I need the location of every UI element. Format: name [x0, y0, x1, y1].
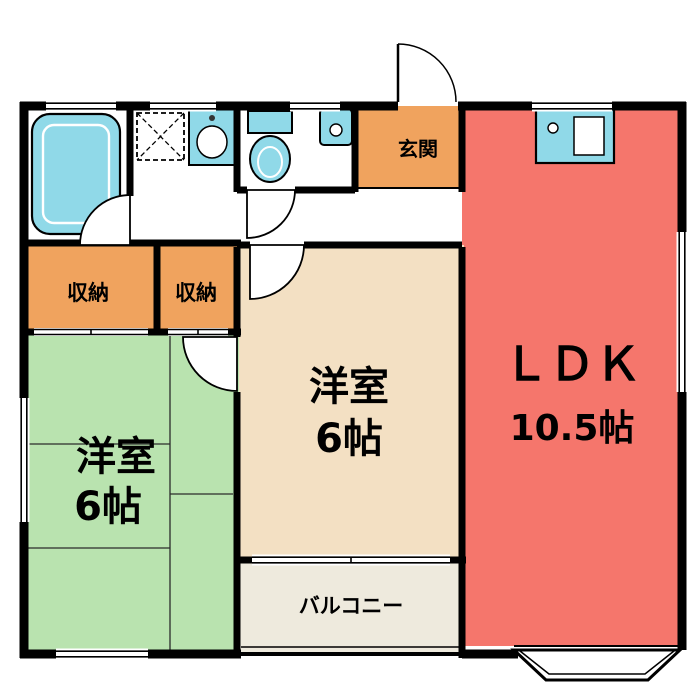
room-labels: 玄関 ＬＤＫ 10.5帖 洋室 6帖 洋室 6帖 収納 収納 バルコニー: [67, 137, 641, 618]
room-western-center-floor: [237, 245, 464, 562]
doors: [79, 43, 457, 392]
storage-left-label: 収納: [67, 281, 109, 305]
bathroom-door: [79, 194, 131, 246]
storage-left-floor: [22, 243, 159, 334]
storage-right-floor: [157, 243, 239, 334]
washing-machine-pan-icon: [136, 112, 185, 161]
toilet-door: [246, 189, 296, 239]
balcony-railing: [237, 646, 466, 656]
western-center-label: 洋室: [309, 364, 389, 410]
toilet-icon: [247, 110, 293, 183]
western-center-door: [249, 244, 305, 300]
ldk-label: ＬＤＫ: [503, 337, 641, 391]
balcony-floor: [239, 560, 464, 654]
fixtures: [30, 107, 616, 236]
western-left-door: [182, 336, 238, 392]
bathtub-icon: [30, 112, 122, 236]
washbasin-icon: [188, 108, 236, 166]
western-left-size-label: 6帖: [74, 484, 142, 530]
western-center-size-label: 6帖: [315, 416, 383, 462]
ldk-size-label: 10.5帖: [510, 408, 635, 449]
western-left-label: 洋室: [76, 434, 156, 480]
exterior-walls: [19, 101, 687, 659]
storage-right-label: 収納: [175, 281, 217, 305]
tatami-lines: [28, 336, 233, 650]
balcony-label: バルコニー: [299, 594, 404, 618]
bay-window-icon: [510, 645, 684, 682]
entrance-floor: [358, 106, 460, 188]
closet-sliding-doors: [34, 328, 228, 336]
kitchen-sink-icon: [534, 107, 616, 165]
entrance-label: 玄関: [398, 137, 438, 161]
windows: [18, 100, 688, 660]
room-fills: [22, 104, 684, 656]
room-ldk-floor: [462, 104, 684, 646]
entrance-door: [396, 43, 457, 103]
hand-sink-icon: [319, 108, 353, 146]
